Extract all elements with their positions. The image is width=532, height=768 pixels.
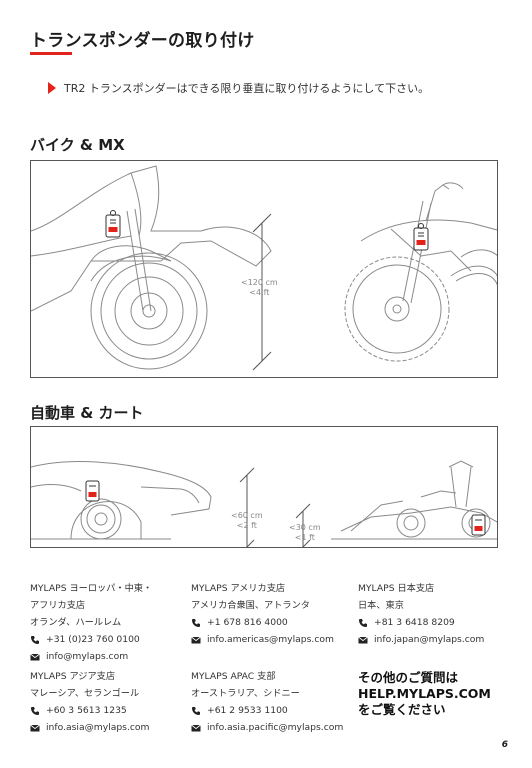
envelope-icon <box>30 653 40 660</box>
contact-apac: MYLAPS APAC 支部 オーストラリア、シドニー +61 2 9533 1… <box>191 668 361 736</box>
envelope-icon <box>191 636 201 643</box>
help-url[interactable]: HELP.MYLAPS.COM <box>358 686 491 701</box>
envelope-icon <box>358 636 368 643</box>
phone-icon <box>192 706 200 715</box>
help-line-1: その他のご質問は <box>358 670 459 685</box>
office-phone: +1 678 816 4000 <box>191 614 361 631</box>
contact-emea: MYLAPS ヨーロッパ・中東・ アフリカ支店 オランダ、ハールレム +31 (… <box>30 580 200 665</box>
office-location: 日本、東京 <box>358 600 404 611</box>
envelope-icon <box>30 724 40 731</box>
phone-icon <box>31 635 39 644</box>
transponder-icon <box>413 223 429 251</box>
car-line-art <box>31 460 497 547</box>
transponder-icon <box>105 210 121 238</box>
transponder-icon <box>471 514 486 536</box>
car-illustration: <60 cm <2 ft <30 cm <1 ft <box>30 426 498 548</box>
bike-line-art <box>31 165 497 371</box>
contact-americas: MYLAPS アメリカ支店 アメリカ合衆国、アトランタ +1 678 816 4… <box>191 580 361 648</box>
office-name: MYLAPS アメリカ支店 <box>191 583 286 594</box>
bike-illustration: <120 cm <4 ft <box>30 160 498 378</box>
page-number: 6 <box>501 740 508 750</box>
instruction: TR2 トランスポンダーはできる限り垂直に取り付けるようにして下さい。 <box>48 80 429 96</box>
office-email[interactable]: info@mylaps.com <box>30 648 200 665</box>
help-line-3: をご覧ください <box>358 702 446 717</box>
office-location: オーストラリア、シドニー <box>191 688 300 699</box>
bike-height-limit: <120 cm <4 ft <box>241 278 278 297</box>
office-email[interactable]: info.asia.pacific@mylaps.com <box>191 719 361 736</box>
office-phone: +60 3 5613 1235 <box>30 702 200 719</box>
office-location: オランダ、ハールレム <box>30 617 122 628</box>
phone-icon <box>359 618 367 627</box>
office-phone: +31 (0)23 760 0100 <box>30 631 200 648</box>
instruction-text: TR2 トランスポンダーはできる限り垂直に取り付けるようにして下さい。 <box>64 82 430 95</box>
office-location: アメリカ合衆国、アトランタ <box>191 600 310 611</box>
transponder-icon <box>85 480 100 502</box>
section-title-car: 自動車 & カート <box>30 404 144 422</box>
office-name-continued: アフリカ支店 <box>30 600 86 611</box>
office-name: MYLAPS 日本支店 <box>358 583 435 594</box>
office-name: MYLAPS アジア支店 <box>30 671 116 682</box>
office-phone: +81 3 6418 8209 <box>358 614 528 631</box>
help-block: その他のご質問は HELP.MYLAPS.COM をご覧ください <box>358 670 528 718</box>
phone-icon <box>192 618 200 627</box>
phone-icon <box>31 706 39 715</box>
kart-height-limit: <30 cm <1 ft <box>289 523 321 542</box>
car-height-limit: <60 cm <2 ft <box>231 511 263 530</box>
contact-asia: MYLAPS アジア支店 マレーシア、セランゴール +60 3 5613 123… <box>30 668 200 736</box>
office-name: MYLAPS ヨーロッパ・中東・ <box>30 583 153 594</box>
office-email[interactable]: info.asia@mylaps.com <box>30 719 200 736</box>
office-location: マレーシア、セランゴール <box>30 688 140 699</box>
section-title-bike: バイク & MX <box>30 136 125 154</box>
page-title: トランスポンダーの取り付け <box>30 31 255 51</box>
office-phone: +61 2 9533 1100 <box>191 702 361 719</box>
envelope-icon <box>191 724 201 731</box>
office-email[interactable]: info.americas@mylaps.com <box>191 631 361 648</box>
title-accent-bar <box>30 52 72 55</box>
office-email[interactable]: info.japan@mylaps.com <box>358 631 528 648</box>
triangle-bullet-icon <box>48 82 56 94</box>
office-name: MYLAPS APAC 支部 <box>191 671 276 682</box>
contact-japan: MYLAPS 日本支店 日本、東京 +81 3 6418 8209 info.j… <box>358 580 528 648</box>
